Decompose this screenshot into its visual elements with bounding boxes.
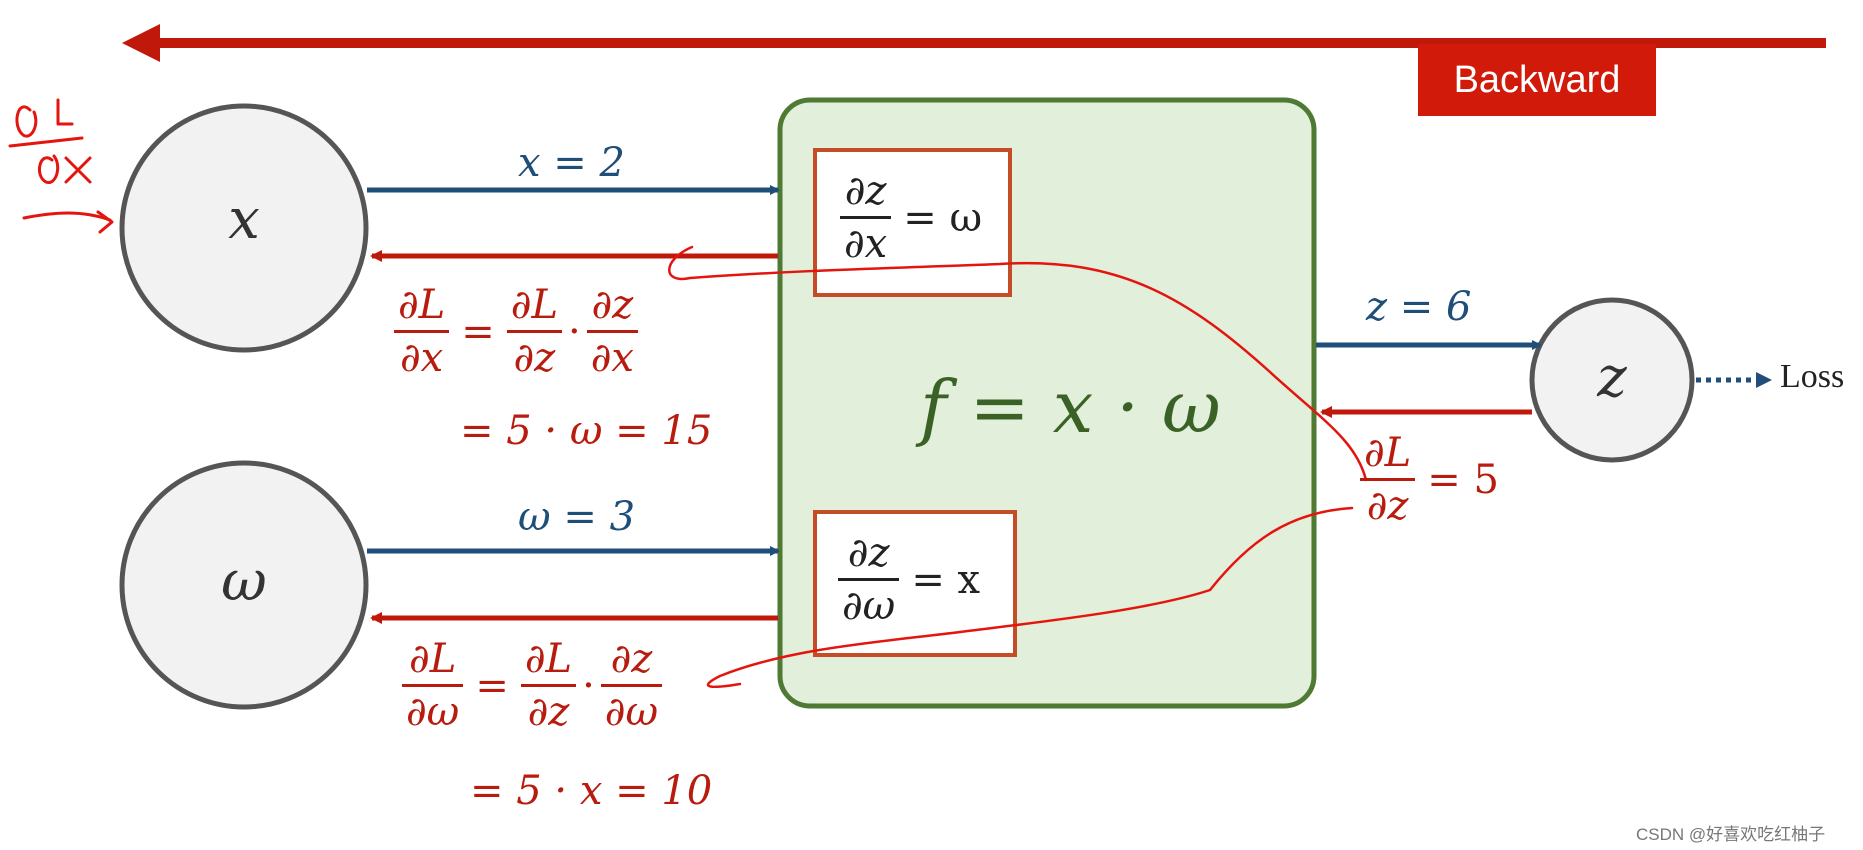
grad-omega-chain-rule: ∂L ∂ω = ∂L ∂z · ∂z ∂ω (398, 636, 666, 735)
grad-omega-lhs-den: ∂ω (406, 689, 460, 735)
node-x-circle (119, 103, 369, 353)
loss-arrowhead (1756, 372, 1772, 388)
fraction-bar (840, 216, 892, 219)
local-grad-omega-den: ∂ω (842, 583, 896, 629)
fraction-bar (586, 330, 638, 333)
function-label: f = x · ω (920, 365, 1221, 449)
fraction-bar (600, 684, 663, 687)
grad-omega-b-num: ∂z (610, 636, 653, 682)
multiply-dot: · (568, 308, 581, 355)
grad-omega-a-den: ∂z (527, 689, 570, 735)
local-grad-omega-box (813, 510, 1017, 657)
grad-x-lhs-den: ∂x (400, 335, 444, 381)
forward-label-omega: ω = 3 (518, 494, 636, 540)
grad-omega-upstream: ∂L ∂z (520, 636, 577, 735)
fraction-bar (838, 578, 900, 581)
grad-omega-local: ∂z ∂ω (600, 636, 663, 735)
equals-sign: = (461, 308, 495, 355)
local-grad-omega-rhs: = x (911, 556, 981, 603)
local-grad-x-equation: ∂z ∂x = ω (836, 168, 990, 267)
node-x-label: x (228, 187, 260, 252)
fraction-bar (506, 330, 563, 333)
backward-banner: Backward (1418, 44, 1656, 116)
multiply-dot: · (582, 662, 595, 709)
watermark: CSDN @好喜欢吃红柚子 (1636, 825, 1826, 844)
fraction-bar (394, 330, 450, 333)
upstream-grad-fraction: ∂L ∂z (1360, 430, 1416, 529)
grad-x-chain-rule: ∂L ∂x = ∂L ∂z · ∂z ∂x (390, 282, 642, 381)
node-omega-circle (119, 460, 369, 710)
node-z-label: z (1597, 345, 1627, 410)
node-omega-label: ω (221, 549, 267, 614)
upstream-grad-equation: ∂L ∂z = 5 (1356, 430, 1507, 529)
grad-omega-result: = 5 · x = 10 (470, 768, 713, 814)
forward-label-x: x = 2 (518, 140, 625, 186)
local-grad-omega-fraction: ∂z ∂ω (838, 530, 900, 629)
local-grad-omega-equation: ∂z ∂ω = x (834, 530, 988, 629)
grad-omega-lhs-num: ∂L (409, 636, 457, 682)
fraction-bar (1360, 478, 1416, 481)
node-z-circle (1529, 297, 1695, 463)
local-grad-x-fraction: ∂z ∂x (840, 168, 892, 267)
local-grad-x-rhs: = ω (903, 194, 983, 241)
grad-x-a-den: ∂z (513, 335, 556, 381)
fraction-bar (520, 684, 577, 687)
grad-omega-a-num: ∂L (524, 636, 573, 682)
grad-x-local: ∂z ∂x (586, 282, 638, 381)
upstream-grad-den: ∂z (1366, 483, 1409, 529)
local-grad-x-den: ∂x (844, 221, 888, 267)
fraction-bar (402, 684, 464, 687)
handwritten-trace-top (668, 245, 1368, 482)
local-grad-x-num: ∂z (844, 168, 887, 214)
grad-x-lhs: ∂L ∂x (394, 282, 450, 381)
upstream-grad-rhs: = 5 (1427, 456, 1499, 503)
grad-x-a-num: ∂L (510, 282, 559, 328)
grad-x-result: = 5 · ω = 15 (460, 408, 713, 454)
grad-x-b-den: ∂x (590, 335, 634, 381)
loss-label: Loss (1780, 358, 1845, 395)
forward-label-z: z = 6 (1366, 284, 1472, 330)
grad-x-upstream: ∂L ∂z (506, 282, 563, 381)
handwritten-trace-bottom (707, 506, 1354, 689)
grad-omega-lhs: ∂L ∂ω (402, 636, 464, 735)
local-grad-omega-num: ∂z (847, 530, 890, 576)
grad-x-b-num: ∂z (591, 282, 634, 328)
grad-omega-b-den: ∂ω (604, 689, 659, 735)
handwritten-dL-dx (8, 98, 114, 234)
backward-top-arrowhead (122, 24, 160, 62)
equals-sign: = (475, 662, 509, 709)
grad-x-lhs-num: ∂L (398, 282, 446, 328)
upstream-grad-num: ∂L (1364, 430, 1412, 476)
